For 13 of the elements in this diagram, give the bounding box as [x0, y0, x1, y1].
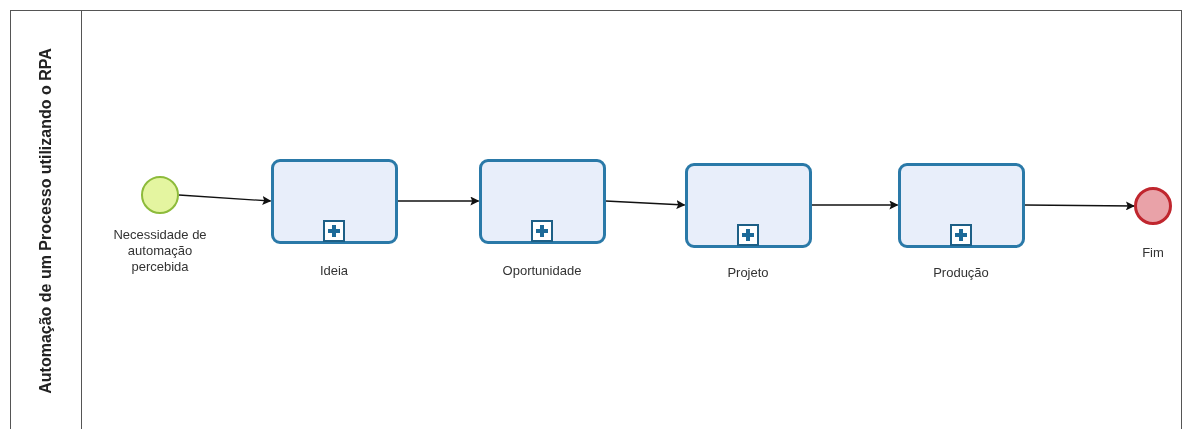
event-label: Necessidade de automação percebida [112, 227, 208, 275]
sequence-flow-arrow [604, 200, 686, 210]
event-label: Fim [1141, 245, 1165, 261]
subprocess-label: Produção [932, 265, 990, 281]
sequence-flow-arrow [178, 194, 272, 205]
sequence-flow-arrow [1023, 201, 1135, 211]
pool-title: Automação de um Processo utilizando o RPA [37, 48, 55, 394]
subprocess-label: Ideia [318, 263, 350, 279]
subprocess-label: Projeto [726, 265, 770, 281]
subprocess-label: Oportunidade [501, 263, 583, 279]
pool [10, 10, 1182, 429]
sequence-flow-arrow [810, 200, 899, 210]
sequence-flow-arrow [396, 196, 480, 206]
